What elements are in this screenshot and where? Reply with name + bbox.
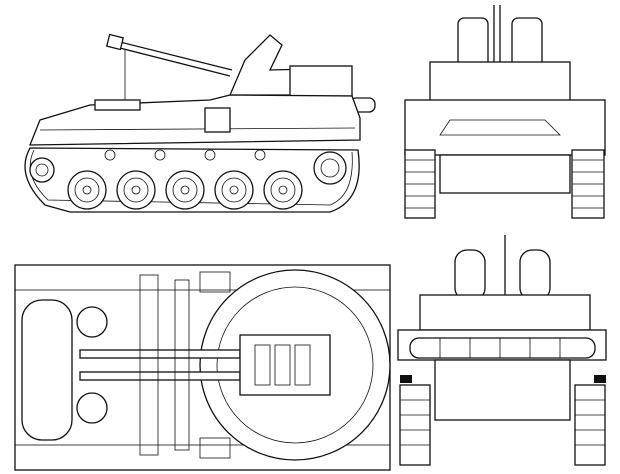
rear-turret-right <box>519 249 551 301</box>
gun-barrel <box>111 39 233 71</box>
track <box>24 147 360 213</box>
side-view <box>24 33 376 213</box>
drive-sprocket <box>29 157 55 183</box>
rear-exhaust <box>409 337 596 359</box>
hull <box>29 94 361 146</box>
rear-track-left <box>399 384 431 466</box>
top-view <box>14 264 391 471</box>
front-hull <box>404 99 606 156</box>
top-gun-left <box>79 349 241 359</box>
rear-view <box>397 235 607 466</box>
front-view <box>404 5 606 219</box>
road-wheels <box>67 151 347 210</box>
rear-turret-left <box>454 249 486 301</box>
rear-track-right <box>574 384 606 466</box>
top-gun-right <box>79 371 241 381</box>
